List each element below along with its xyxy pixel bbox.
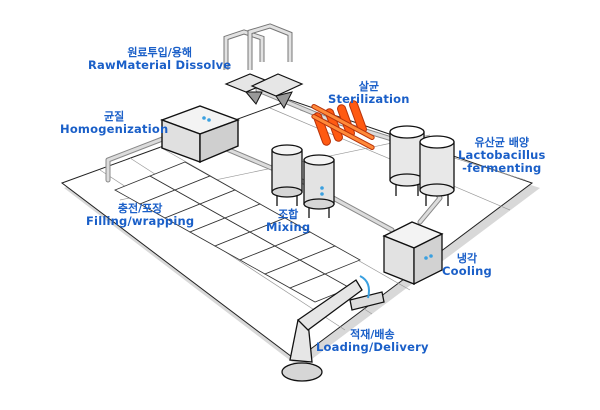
label-fermenting-en2: -fermenting xyxy=(462,161,542,175)
label-loading: 적재/배송 Loading/Delivery xyxy=(316,328,429,354)
label-sterilization-en: Sterilization xyxy=(328,92,410,106)
label-filling: 충전/포장 Filling/wrapping xyxy=(86,202,194,228)
label-homogenization: 균질 Homogenization xyxy=(60,110,168,136)
filling-conveyor xyxy=(114,161,361,303)
label-loading-ko: 적재/배송 xyxy=(350,328,395,341)
label-loading-en: Loading/Delivery xyxy=(316,340,429,354)
label-filling-en: Filling/wrapping xyxy=(86,214,195,228)
label-fermenting-en: Lactobacillus xyxy=(458,148,546,162)
label-rawmaterial-en: RawMaterial Dissolve xyxy=(88,58,232,72)
label-sterilization: 살균 Sterilization xyxy=(328,80,410,106)
label-fermenting: 유산균 배양 Lactobacillus -fermenting xyxy=(458,136,546,175)
label-homogenization-ko: 균질 xyxy=(104,110,125,123)
label-fermenting-ko: 유산균 배양 xyxy=(474,136,529,149)
label-homogenization-en: Homogenization xyxy=(60,122,169,136)
label-cooling: 냉각 Cooling xyxy=(442,252,492,278)
mixing-tanks xyxy=(271,144,335,218)
label-cooling-en: Cooling xyxy=(442,264,492,278)
label-cooling-ko: 냉각 xyxy=(456,252,478,265)
label-sterilization-ko: 살균 xyxy=(358,80,379,93)
label-rawmaterial: 원료투입/용해 RawMaterial Dissolve xyxy=(88,46,231,72)
sterilizer-heater-coils xyxy=(311,100,375,150)
label-rawmaterial-ko: 원료투입/용해 xyxy=(127,46,193,59)
label-mixing-en: Mixing xyxy=(266,220,311,234)
loading-robot-arm xyxy=(281,275,385,382)
cooling-unit xyxy=(382,221,444,286)
label-filling-ko: 충전/포장 xyxy=(117,202,163,215)
label-mixing-ko: 조합 xyxy=(278,208,299,221)
homogenizer-machine xyxy=(159,105,241,164)
mixing-indicator xyxy=(320,186,324,190)
label-mixing: 조합 Mixing xyxy=(266,208,310,234)
homogenizer-indicator xyxy=(202,116,206,120)
rawmaterial-hopper xyxy=(223,23,304,109)
cooling-indicator xyxy=(424,256,428,260)
fermentation-tanks xyxy=(389,125,455,206)
